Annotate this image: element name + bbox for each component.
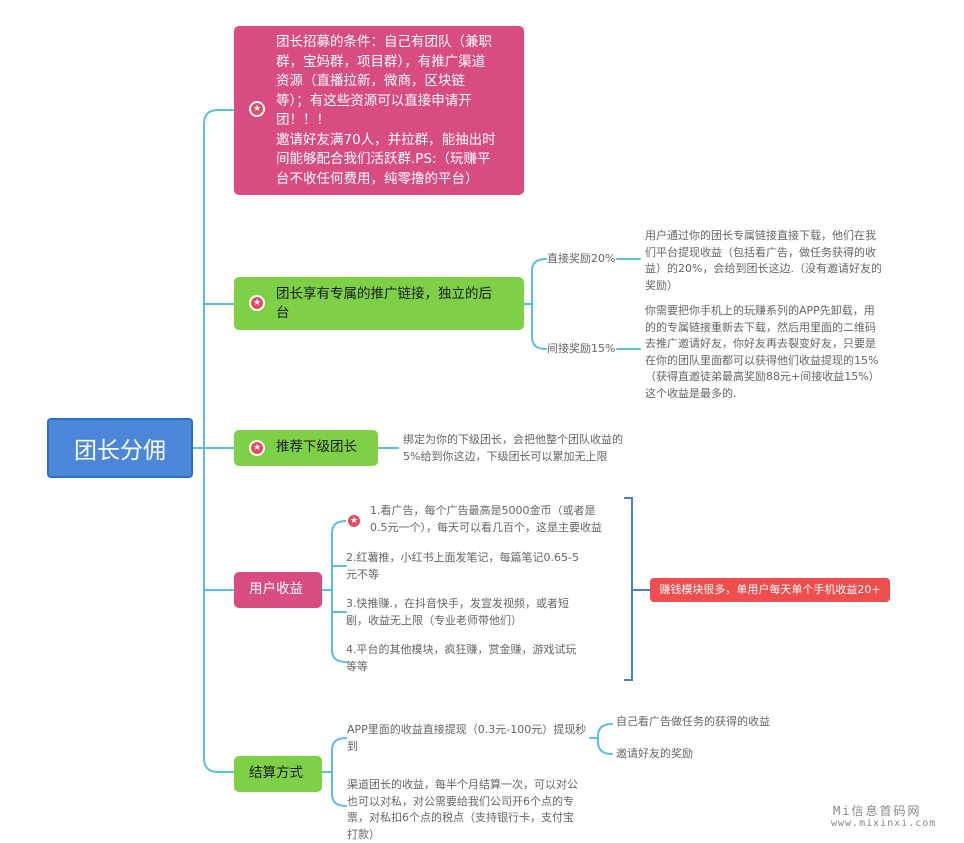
- settle-channel-desc[interactable]: 渠道团长的收益，每半个月结算一次，可以对公 也可以对私，对公需要给我们公司开6个…: [347, 777, 578, 843]
- item-line: 元不等: [346, 567, 579, 584]
- recruit-line: 资源（直播拉新，微商，区块链: [276, 72, 514, 92]
- income-item-3[interactable]: 3.快推赚.，在抖音快手，发宣发视频，或者短 剧，收益无上限（专业老师带他们）: [346, 596, 569, 629]
- settle-label: 结算方式: [249, 765, 303, 781]
- recruit-line: 台不收任何费用，纯零撸的平台）: [276, 170, 514, 190]
- desc-line: 5%给到你这边，下级团长可以累加无上限: [403, 449, 623, 466]
- indirect-reward-label[interactable]: 间接奖励15%: [547, 342, 615, 356]
- income-node[interactable]: 用户收益: [234, 572, 322, 608]
- desc-line: （获得直邀徒弟最高奖励88元+间接收益15%）: [645, 369, 880, 386]
- root-label: 团长分佣: [74, 431, 166, 465]
- star-badge-icon: ★: [249, 440, 265, 456]
- star-badge-icon: ★: [249, 295, 265, 311]
- recruit-line: 群，宝妈群，项目群），有推广渠道: [276, 53, 514, 73]
- desc-line: 的的专属链接重新去下载，然后用里面的二维码: [645, 320, 880, 337]
- item-line: 4.平台的其他模块，疯狂赚，赏金赚，游戏试玩: [346, 642, 577, 659]
- desc-line: 在你的团队里面都可以获得他们收益提现的15%: [645, 353, 880, 370]
- settle-app-sub-2[interactable]: 邀请好友的奖励: [616, 747, 693, 761]
- direct-reward-desc: 用户通过你的团长专属链接直接下载，他们在我 们平台提现收益（包括看广告，做任务获…: [645, 228, 882, 294]
- watermark-url: www.mixinxi.com: [831, 818, 936, 829]
- income-summary-node[interactable]: 赚钱模块很多，单用户每天单个手机收益20+: [650, 578, 890, 602]
- desc-line: 这个收益是最多的.: [645, 386, 880, 403]
- recommend-node[interactable]: ★ 推荐下级团长: [234, 430, 378, 466]
- item-line: 0.5元一个），每天可以看几百个，这是主要收益: [370, 520, 602, 537]
- recruit-node[interactable]: ★ 团长招募的条件：自己有团队（兼职 群，宝妈群，项目群），有推广渠道 资源（直…: [234, 26, 524, 195]
- settle-app-desc[interactable]: APP里面的收益直接提现（0.3元-100元）提现秒 到: [347, 722, 586, 755]
- item-line: 1.看广告，每个广告最高是5000金币（或者是: [370, 503, 602, 520]
- desc-line: 用户通过你的团长专属链接直接下载，他们在我: [645, 228, 882, 245]
- recruit-line: 邀请好友满70人，并拉群，能抽出时: [276, 131, 514, 151]
- item-line: 3.快推赚.，在抖音快手，发宣发视频，或者短: [346, 596, 569, 613]
- recruit-line: 团长招募的条件：自己有团队（兼职: [276, 33, 514, 53]
- recruit-line: 间能够配合我们活跃群.PS:（玩赚平: [276, 150, 514, 170]
- desc-line: 益）的20%，会给到团长这边.（没有邀请好友的: [645, 261, 882, 278]
- income-summary-label: 赚钱模块很多，单用户每天单个手机收益20+: [659, 583, 880, 596]
- desc-line: 奖励）: [645, 278, 882, 295]
- recruit-line: 团！！！: [276, 111, 514, 131]
- desc-line: 们平台提现收益（包括看广告，做任务获得的收: [645, 245, 882, 262]
- desc-line: 绑定为你的下级团长，会把他整个团队收益的: [403, 432, 623, 449]
- recommend-desc: 绑定为你的下级团长，会把他整个团队收益的 5%给到你这边，下级团长可以累加无上限: [403, 432, 623, 465]
- income-label: 用户收益: [249, 581, 303, 597]
- link-node[interactable]: ★ 团长享有专属的推广链接，独立的后 台: [234, 277, 524, 330]
- desc-line: 到: [347, 739, 586, 756]
- item-line: 等等: [346, 659, 577, 676]
- item-line: 剧，收益无上限（专业老师带他们）: [346, 613, 569, 630]
- settle-node[interactable]: 结算方式: [234, 756, 322, 792]
- link-line: 团长享有专属的推广链接，独立的后: [276, 285, 512, 304]
- desc-line: 渠道团长的收益，每半个月结算一次，可以对公: [347, 777, 578, 794]
- indirect-reward-desc: 你需要把你手机上的玩赚系列的APP先卸载，用 的的专属链接重新去下载，然后用里面…: [645, 303, 880, 402]
- desc-line: 你需要把你手机上的玩赚系列的APP先卸载，用: [645, 303, 880, 320]
- root-node[interactable]: 团长分佣: [47, 418, 193, 478]
- star-badge-icon: ★: [249, 101, 265, 117]
- link-line: 台: [276, 304, 512, 323]
- direct-reward-label[interactable]: 直接奖励20%: [547, 252, 615, 266]
- income-item-1[interactable]: 1.看广告，每个广告最高是5000金币（或者是 0.5元一个），每天可以看几百个…: [370, 503, 602, 536]
- watermark-title: Mi信息首码网: [833, 802, 921, 819]
- star-badge-icon: ★: [346, 513, 362, 529]
- item-line: 2.红薯推，小红书上面发笔记，每篇笔记0.65-5: [346, 550, 579, 567]
- desc-line: APP里面的收益直接提现（0.3元-100元）提现秒: [347, 722, 586, 739]
- income-item-4[interactable]: 4.平台的其他模块，疯狂赚，赏金赚，游戏试玩 等等: [346, 642, 577, 675]
- settle-app-sub-1[interactable]: 自己看广告做任务的获得的收益: [616, 715, 770, 729]
- desc-line: 也可以对私，对公需要给我们公司开6个点的专: [347, 794, 578, 811]
- recommend-label: 推荐下级团长: [276, 439, 357, 455]
- desc-line: 票，对私扣6个点的税点（支持银行卡，支付宝: [347, 810, 578, 827]
- recruit-line: 等）；有这些资源可以直接申请开: [276, 92, 514, 112]
- desc-line: 去推广邀请好友，你好友再去裂变好友，只要是: [645, 336, 880, 353]
- income-item-2[interactable]: 2.红薯推，小红书上面发笔记，每篇笔记0.65-5 元不等: [346, 550, 579, 583]
